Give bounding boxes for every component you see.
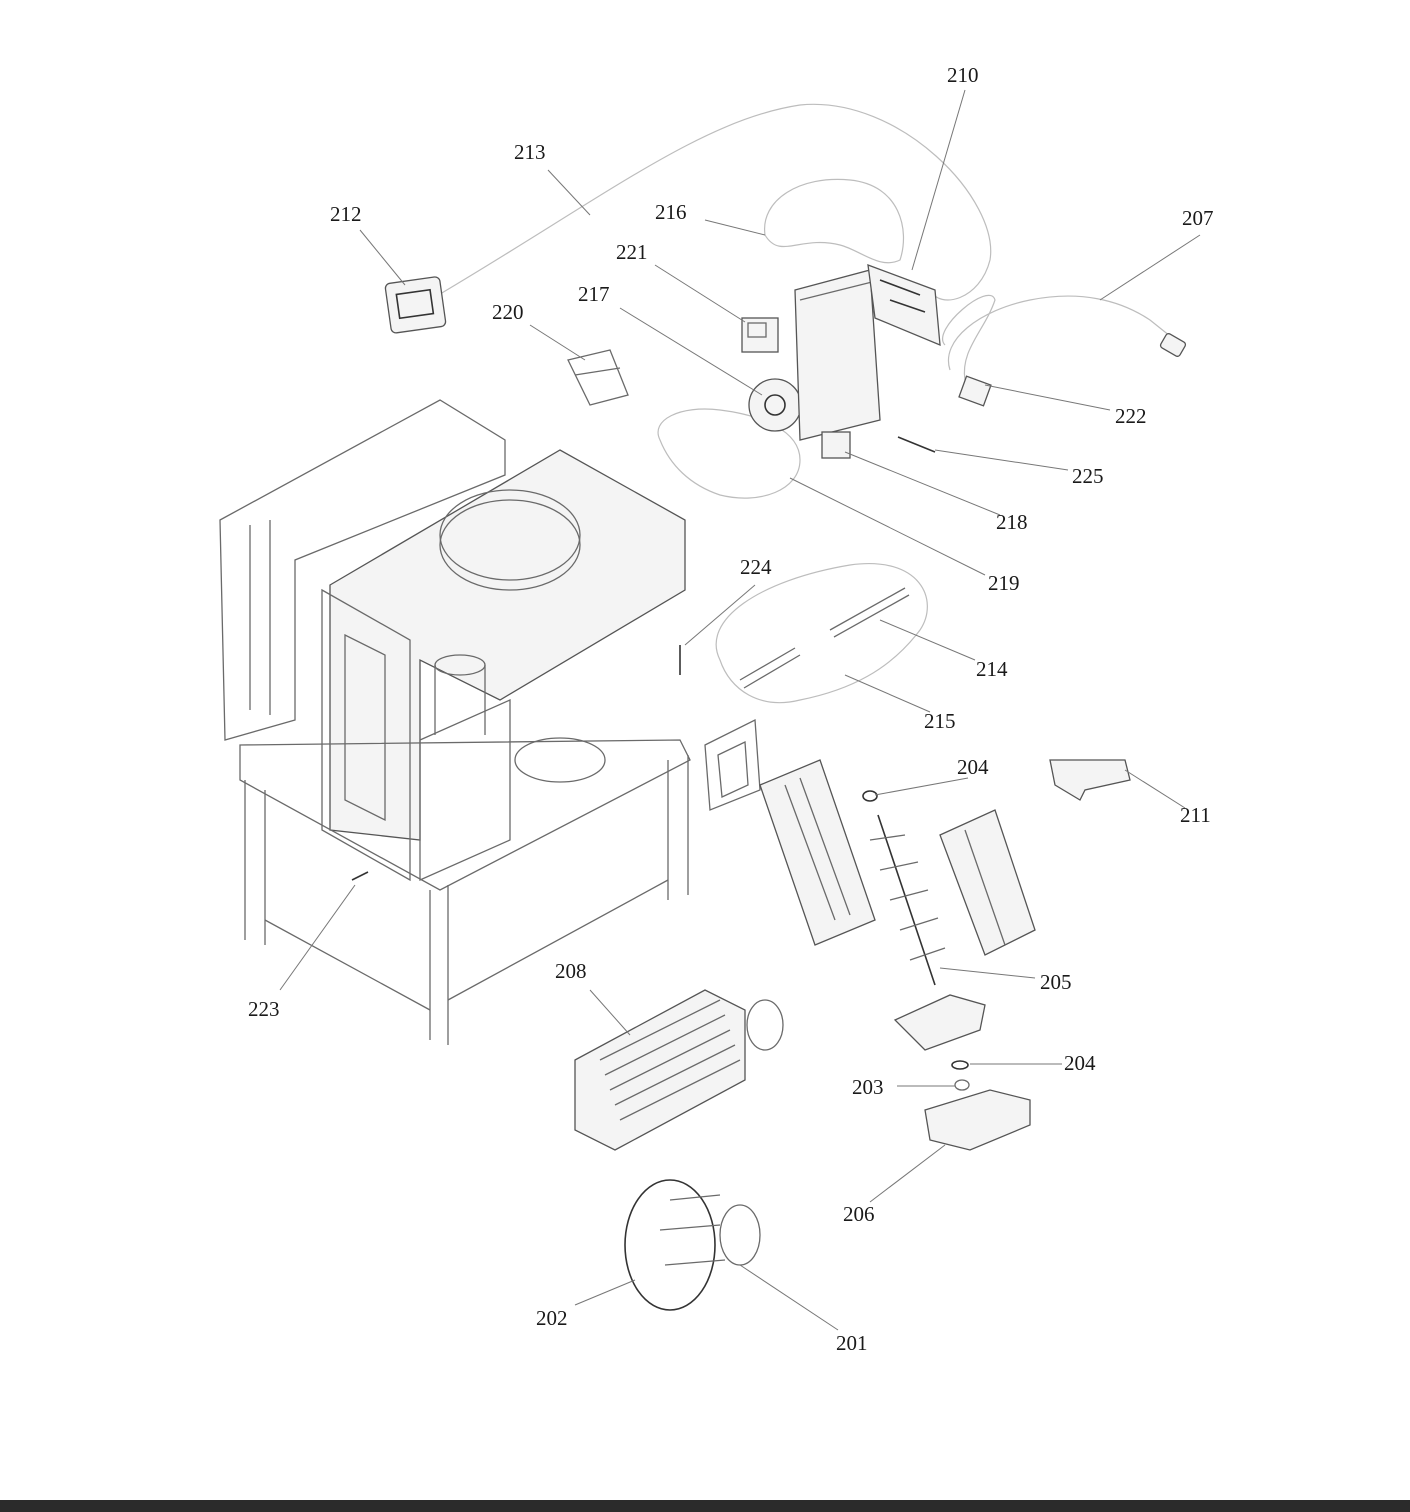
part-225-probe <box>897 436 936 453</box>
hose-219 <box>657 408 801 499</box>
part-210-control-board <box>867 264 941 347</box>
callout-222: 222 <box>1115 404 1147 428</box>
part-222-receptacle <box>958 375 992 407</box>
part-frame-bracket <box>704 718 761 811</box>
part-211-bracket <box>1049 759 1131 801</box>
callout-213: 213 <box>514 140 546 164</box>
part-221-switch <box>741 317 779 353</box>
part-channel-cover <box>939 809 1036 956</box>
bottom-bar <box>0 1500 1410 1512</box>
part-mounting-plate <box>794 269 881 441</box>
callout-221: 221 <box>616 240 648 264</box>
callout-219: 219 <box>988 571 1020 595</box>
callout-212: 212 <box>330 202 362 226</box>
callout-210: 210 <box>947 63 979 87</box>
callout-223: 223 <box>248 997 280 1021</box>
hose-215 <box>715 563 928 704</box>
part-202-gasket <box>624 1179 716 1311</box>
cord-207 <box>947 295 1176 371</box>
callout-208: 208 <box>555 959 587 983</box>
part-220-bracket <box>567 349 629 406</box>
callout-206: 206 <box>843 1202 875 1226</box>
callout-204-top: 204 <box>957 755 989 779</box>
callout-224: 224 <box>740 555 772 579</box>
callout-220: 220 <box>492 300 524 324</box>
callout-218: 218 <box>996 510 1028 534</box>
part-217-blower <box>748 378 802 432</box>
part-214-tube <box>739 587 910 689</box>
callout-211: 211 <box>1180 803 1211 827</box>
part-204-bearing-top <box>862 790 878 802</box>
callout-202: 202 <box>536 1306 568 1330</box>
part-204-bearing-bottom <box>951 1060 969 1070</box>
part-203-spacer <box>954 1079 970 1091</box>
callout-203: 203 <box>852 1075 884 1099</box>
part-207-plug <box>1159 333 1187 357</box>
callout-205: 205 <box>1040 970 1072 994</box>
callout-216: 216 <box>655 200 687 224</box>
callout-207: 207 <box>1182 206 1214 230</box>
callout-201: 201 <box>836 1331 868 1355</box>
part-205-auger <box>869 814 946 986</box>
part-208-convection-blower <box>574 989 784 1151</box>
callout-215: 215 <box>924 709 956 733</box>
part-218-sensor <box>821 431 851 459</box>
hose-216 <box>764 178 905 264</box>
cord-222-loop <box>942 294 996 381</box>
part-auger-plate <box>893 994 986 1051</box>
leader-lines <box>279 89 1201 1331</box>
part-auger-channel <box>759 759 876 946</box>
callout-225: 225 <box>1072 464 1104 488</box>
callout-214: 214 <box>976 657 1008 681</box>
part-212-control-panel <box>384 276 447 334</box>
hose-213 <box>429 103 992 301</box>
part-206-gearmotor <box>924 1089 1031 1151</box>
callout-217: 217 <box>578 282 610 306</box>
main-stove-body <box>219 399 691 1045</box>
callout-204-bottom: 204 <box>1064 1051 1096 1075</box>
part-201-combustion-blower <box>659 1194 761 1266</box>
part-223-knob <box>351 871 369 881</box>
